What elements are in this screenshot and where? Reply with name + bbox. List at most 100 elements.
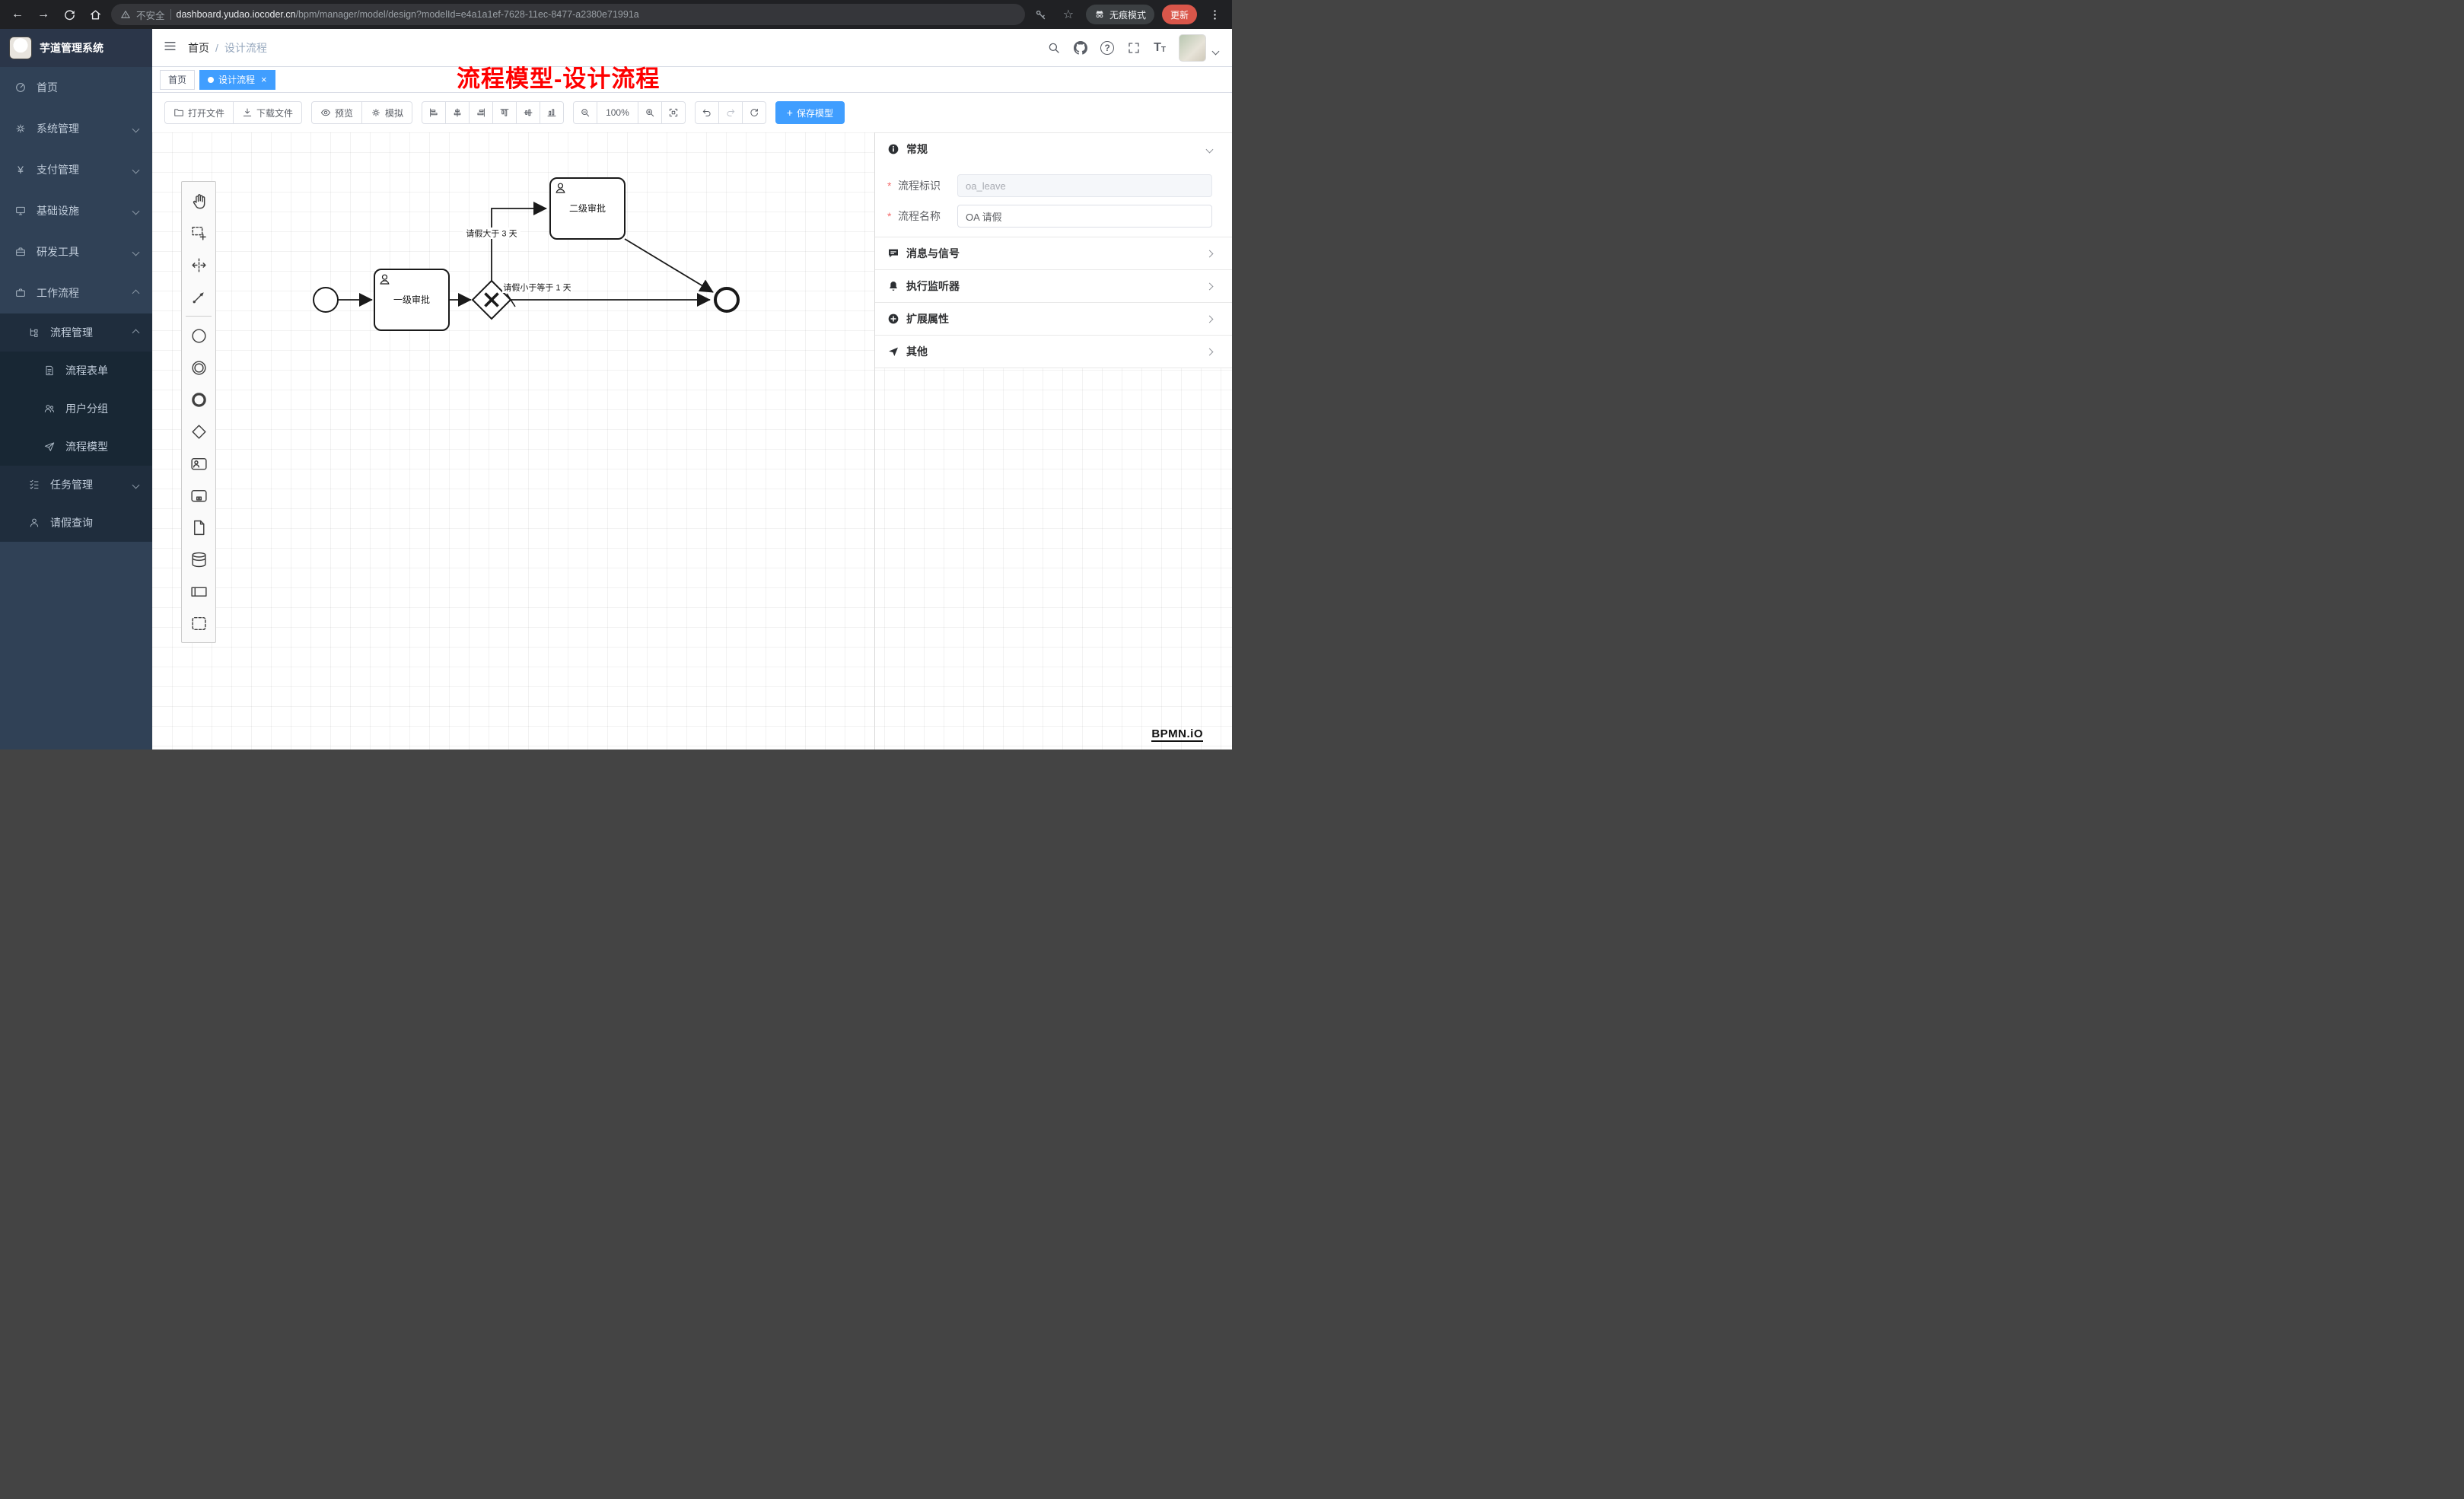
user-task-level1[interactable]: 一级审批 (374, 269, 449, 330)
sidebar-item-user-group[interactable]: 用户分组 (0, 390, 152, 428)
create-end-event[interactable] (183, 384, 215, 415)
chevron-down-icon (1206, 145, 1214, 153)
search-icon[interactable] (1047, 41, 1061, 55)
panel-section-extended-attributes: 扩展属性 (875, 303, 1232, 336)
sidebar-item-system[interactable]: 系统管理 (0, 108, 152, 149)
bpmn-canvas[interactable]: 一级审批 (152, 132, 1232, 750)
create-participant[interactable] (183, 575, 215, 607)
sidebar-item-process-model[interactable]: 流程模型 (0, 428, 152, 466)
users-icon (43, 403, 56, 415)
start-event[interactable] (314, 288, 338, 312)
home-icon[interactable] (85, 5, 105, 24)
section-header-general[interactable]: 常规 (875, 133, 1232, 165)
font-size-icon[interactable]: TT (1154, 42, 1166, 54)
redo-button[interactable] (718, 101, 743, 124)
fullscreen-icon[interactable] (1127, 41, 1141, 55)
avatar-caret-icon[interactable] (1212, 47, 1220, 55)
align-middle-vertical-button[interactable] (516, 101, 540, 124)
align-center-horizontal-button[interactable] (445, 101, 470, 124)
lasso-tool[interactable] (183, 217, 215, 249)
restart-button[interactable] (742, 101, 766, 124)
sidebar-item-process-management[interactable]: 流程管理 (0, 313, 152, 352)
bpmn-diagram[interactable]: 一级审批 (152, 132, 883, 711)
user-task-level2[interactable]: 二级审批 (550, 178, 625, 239)
refresh-icon (749, 107, 759, 118)
forward-icon[interactable]: → (33, 5, 53, 24)
section-header-message-signal[interactable]: 消息与信号 (875, 237, 1232, 269)
security-label[interactable]: 不安全 (136, 8, 165, 22)
section-title: 执行监听器 (906, 278, 960, 294)
flow-label-gt[interactable]: 请假大于 3 天 (466, 228, 517, 239)
form-field-process-key: * 流程标识 (887, 174, 1212, 197)
sidebar-item-label: 流程模型 (65, 439, 108, 454)
kebab-menu-icon[interactable] (1205, 5, 1224, 24)
update-button[interactable]: 更新 (1162, 5, 1197, 24)
align-top-button[interactable] (492, 101, 517, 124)
create-exclusive-gateway[interactable] (183, 415, 215, 447)
download-file-button[interactable]: 下载文件 (233, 101, 302, 124)
sidebar-item-process-form[interactable]: 流程表单 (0, 352, 152, 390)
monitor-icon (14, 205, 27, 217)
create-user-task[interactable] (183, 447, 215, 479)
fit-viewport-button[interactable] (661, 101, 686, 124)
task-label: 一级审批 (393, 294, 430, 305)
hand-tool[interactable] (183, 185, 215, 217)
process-name-input[interactable] (957, 205, 1212, 228)
zoom-level-button[interactable]: 100% (597, 101, 638, 124)
sidebar-item-devtools[interactable]: 研发工具 (0, 231, 152, 272)
active-tab-dot (208, 77, 214, 83)
create-intermediate-event[interactable] (183, 352, 215, 384)
create-subprocess[interactable] (183, 479, 215, 511)
space-tool[interactable] (183, 249, 215, 281)
sidebar-toggle-icon[interactable] (163, 39, 177, 57)
back-icon[interactable]: ← (8, 5, 27, 24)
process-key-input[interactable] (957, 174, 1212, 197)
tab-design-process[interactable]: 设计流程 × (199, 70, 275, 90)
breadcrumb-home[interactable]: 首页 (188, 40, 209, 56)
align-bottom-button[interactable] (540, 101, 564, 124)
help-icon[interactable]: ? (1100, 41, 1114, 55)
bpmn-io-logo[interactable]: BPMN.iO (1151, 727, 1203, 742)
sidebar-item-task-management[interactable]: 任务管理 (0, 466, 152, 504)
create-data-object[interactable] (183, 511, 215, 543)
reload-icon[interactable] (59, 5, 79, 24)
properties-panel: 常规 * 流程标识 (874, 132, 1232, 750)
sidebar-item-infrastructure[interactable]: 基础设施 (0, 190, 152, 231)
chevron-down-icon (132, 125, 140, 132)
user-avatar[interactable] (1179, 34, 1206, 62)
global-connect-tool[interactable] (183, 281, 215, 313)
sidebar-item-home[interactable]: 首页 (0, 67, 152, 108)
section-header-other[interactable]: 其他 (875, 336, 1232, 368)
simulate-button[interactable]: 模拟 (361, 101, 412, 124)
flow-label-lte[interactable]: 请假小于等于 1 天 (503, 282, 571, 293)
briefcase-icon (14, 287, 27, 299)
zoom-out-button[interactable] (573, 101, 597, 124)
sidebar-item-leave-query[interactable]: 请假查询 (0, 504, 152, 542)
address-bar[interactable]: 不安全 dashboard.yudao.iocoder.cn/bpm/manag… (111, 4, 1025, 25)
create-group[interactable] (183, 607, 215, 639)
close-tab-icon[interactable]: × (261, 75, 267, 84)
github-icon[interactable] (1074, 41, 1087, 55)
create-start-event[interactable] (183, 320, 215, 352)
sidebar-item-payment[interactable]: ¥ 支付管理 (0, 149, 152, 190)
preview-button[interactable]: 预览 (311, 101, 362, 124)
save-model-button[interactable]: + 保存模型 (775, 101, 845, 124)
password-key-icon[interactable] (1031, 5, 1051, 24)
undo-button[interactable] (695, 101, 719, 124)
open-file-button[interactable]: 打开文件 (164, 101, 234, 124)
send-icon (887, 345, 899, 358)
align-right-button[interactable] (469, 101, 493, 124)
section-header-extended-attributes[interactable]: 扩展属性 (875, 303, 1232, 335)
panel-section-other: 其他 (875, 336, 1232, 368)
sidebar-item-workflow[interactable]: 工作流程 (0, 272, 152, 313)
zoom-in-button[interactable] (638, 101, 662, 124)
warning-icon (120, 9, 131, 20)
align-left-button[interactable] (422, 101, 446, 124)
chrome-actions: ☆ 无痕模式 更新 (1031, 5, 1224, 24)
create-data-store[interactable] (183, 543, 215, 575)
section-header-execution-listener[interactable]: 执行监听器 (875, 270, 1232, 302)
tab-home[interactable]: 首页 (160, 70, 195, 90)
bookmark-star-icon[interactable]: ☆ (1059, 5, 1078, 24)
end-event[interactable] (715, 288, 738, 311)
chevron-right-icon (1206, 282, 1214, 290)
